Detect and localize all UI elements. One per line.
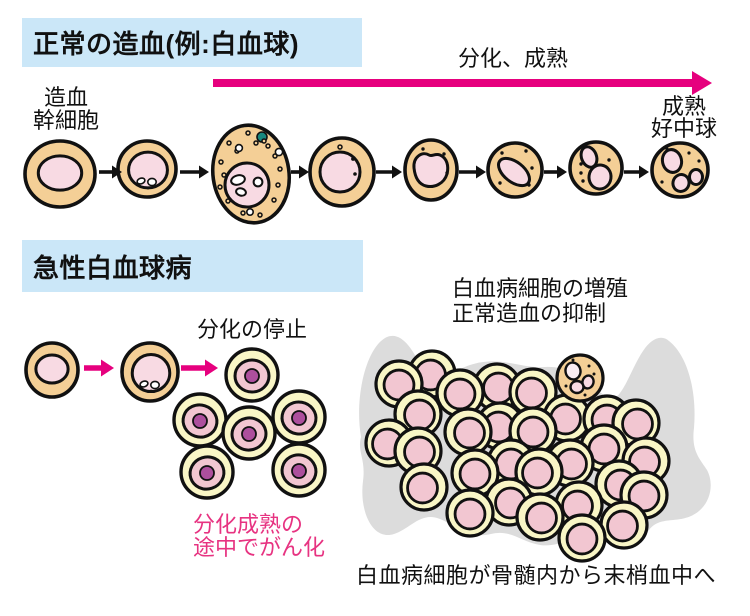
leukemia-cell	[393, 389, 443, 439]
differentiation-arrest-label: 分化の停止	[197, 317, 308, 342]
cell-promyelocyte	[210, 123, 292, 225]
stem-cell-label-line2: 幹細胞	[32, 108, 99, 133]
cell-band	[486, 141, 544, 199]
stem-cell-label: 造血幹細胞	[20, 86, 112, 132]
leukemia-cell	[443, 407, 493, 457]
oncogenesis-label-line2: 途中でがん化	[193, 535, 326, 560]
cell-stem-dots	[116, 139, 178, 199]
cell-stem	[24, 341, 80, 399]
leukemia-cell	[599, 500, 649, 550]
cell-stem	[23, 139, 97, 209]
blast-cell	[221, 405, 277, 461]
leukemia-cell	[399, 462, 449, 512]
leukemia-cell	[450, 448, 500, 498]
arrested-blast-cluster	[172, 347, 327, 500]
marrow-suppression-label: 白血病細胞の増殖正常造血の抑制	[452, 276, 628, 326]
leukemia-cell	[515, 492, 565, 542]
section-title-normal: 正常の造血(例:白血球)	[22, 18, 362, 67]
stem-cell-label-line1: 造血	[43, 85, 88, 110]
suppressed-normal-cell	[555, 353, 605, 403]
leukemia-cell	[557, 513, 607, 563]
blast-cell	[271, 442, 327, 498]
cell-stem-dots	[120, 341, 180, 403]
blast-cell	[179, 444, 235, 500]
mature-neutrophil-label-line1: 成熟	[661, 94, 706, 119]
blast-cell	[271, 389, 327, 445]
marrow-suppression-label-line2: 正常造血の抑制	[452, 301, 607, 326]
marrow-leukemia-cluster	[364, 349, 671, 563]
differentiation-arrow-label: 分化、成熟	[457, 46, 568, 71]
oncogenesis-label: 分化成熟の途中でがん化	[193, 513, 325, 559]
leukemia-cell	[435, 368, 485, 418]
cell-neutrophil	[650, 141, 710, 199]
cell-two-lobed	[568, 140, 624, 196]
cell-myelocyte	[308, 136, 376, 208]
mature-neutrophil-label: 成熟好中球	[638, 96, 730, 140]
oncogenesis-label-line1: 分化成熟の	[193, 512, 304, 537]
mature-neutrophil-label-line2: 好中球	[650, 116, 717, 141]
section-title-leukemia: 急性白血球病	[22, 240, 363, 292]
blast-cell	[224, 347, 280, 403]
leukemia-cell	[508, 367, 558, 417]
blast-cell	[172, 392, 228, 448]
leukemia-cell	[445, 488, 495, 538]
peripheral-blood-label: 白血病細胞が骨髄内から末梢血中へ	[356, 563, 717, 588]
marrow-suppression-label-line1: 白血病細胞の増殖	[452, 276, 629, 301]
cell-metamyelocyte	[403, 138, 459, 202]
